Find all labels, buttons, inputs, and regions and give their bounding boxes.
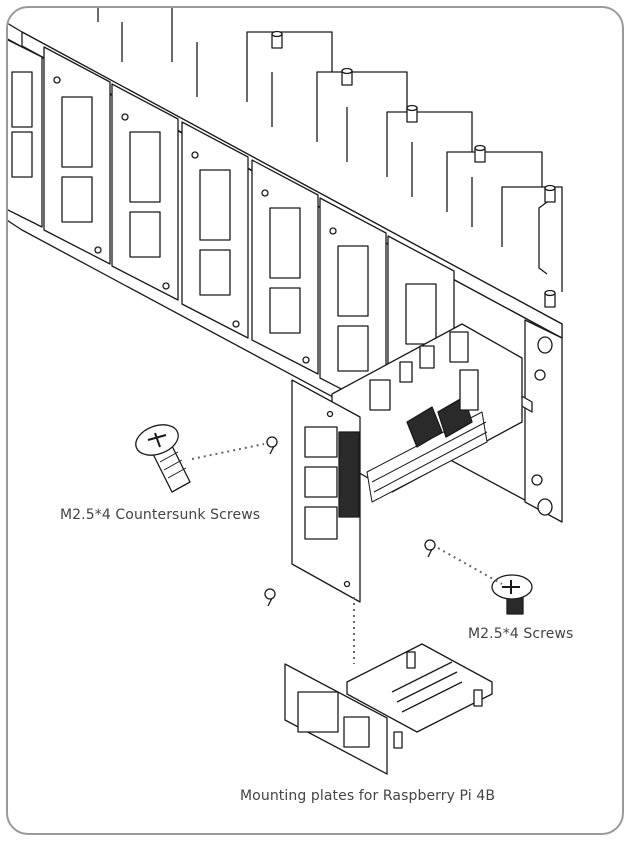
rack-standoff-pins (271, 30, 556, 308)
mounting-plates-label: Mounting plates for Raspberry Pi 4B (240, 788, 496, 804)
countersunk-screw-large (135, 424, 191, 493)
guide-pan-head (437, 547, 503, 585)
small-screw-left (266, 436, 278, 455)
rack-back-fins (97, 8, 563, 292)
rack-faceplates (8, 39, 455, 451)
rack-ear-right (524, 319, 563, 523)
screws-label: M2.5*4 Screws (468, 626, 574, 642)
exploded-assembly-drawing (8, 8, 563, 775)
diagram-frame: M2.5*4 Countersunk Screws M2.5*4 Screws … (6, 6, 624, 835)
small-screw-right (424, 539, 436, 558)
ear-screws (531, 369, 546, 486)
pan-head-screw-large (491, 574, 533, 615)
mounting-plate (284, 643, 493, 775)
pi-module-assembly (291, 323, 533, 603)
countersunk-screws-label: M2.5*4 Countersunk Screws (60, 507, 261, 523)
guide-countersunk (191, 443, 265, 460)
small-screw-bottom (264, 588, 276, 607)
assembly-guide-lines (191, 443, 503, 664)
